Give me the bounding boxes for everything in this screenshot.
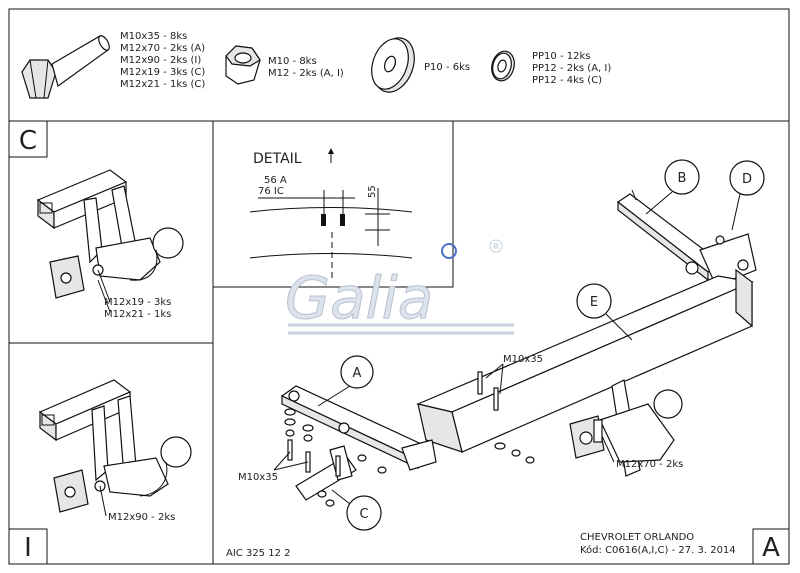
panel-c-label: M12x19 - 3ks bbox=[104, 297, 171, 308]
panel-c-letter-box bbox=[8, 120, 48, 158]
center-plate-drawing bbox=[295, 445, 357, 501]
spring-washer-spec-line: PP10 - 12ks bbox=[532, 51, 590, 62]
bolt-spec-line: M12x70 - 2ks (A) bbox=[120, 43, 205, 54]
callout-a: A bbox=[317, 355, 374, 407]
bolt-spec-line: M10x35 - 8ks bbox=[120, 31, 187, 42]
detail-dim-a: 56 A bbox=[264, 175, 287, 186]
bolt-top-leader bbox=[485, 363, 504, 379]
callout-b: B bbox=[645, 159, 700, 215]
watermark-registered bbox=[489, 239, 503, 253]
detail-arrow-head bbox=[328, 148, 334, 154]
detail-dim-ic: 76 IC bbox=[258, 186, 284, 197]
spring-washer-spec-line: PP12 - 4ks (C) bbox=[532, 75, 602, 86]
panel-c-towbar-drawing bbox=[36, 169, 184, 313]
panel-i-letter-box bbox=[8, 528, 48, 565]
corner-letter: A bbox=[762, 533, 780, 563]
bolt-spec-line: M12x90 - 2ks (I) bbox=[120, 55, 201, 66]
drawing-code: AIC 325 12 2 bbox=[226, 548, 290, 559]
left-bracket-drawing bbox=[280, 385, 437, 471]
callout-c: C bbox=[331, 489, 382, 531]
panel-c-letter: C bbox=[19, 126, 37, 156]
spring-washer-icon bbox=[491, 50, 515, 82]
spring-washer-spec-list: PP10 - 12ks PP12 - 2ks (A, I) PP12 - 4ks… bbox=[532, 51, 611, 86]
bolt-icon bbox=[21, 35, 110, 99]
bolt-left-label: M10x35 bbox=[238, 472, 278, 483]
ball-mount-drawing bbox=[569, 379, 683, 477]
nut-icon bbox=[225, 45, 261, 85]
ball-mount-label: M12x70 - 2ks bbox=[616, 459, 683, 470]
detail-title: DETAIL bbox=[253, 151, 302, 167]
drawing-kod: Kód: C0616(A,I,C) - 27. 3. 2014 bbox=[580, 544, 736, 556]
fastener-stack-drawing bbox=[284, 371, 535, 507]
nut-spec-line: M10 - 8ks bbox=[268, 56, 317, 67]
callout-d: D bbox=[729, 160, 765, 231]
detail-frame bbox=[212, 120, 454, 288]
bolt-spec-line: M12x19 - 3ks (C) bbox=[120, 67, 205, 78]
panel-i-label: M12x90 - 2ks bbox=[108, 512, 175, 523]
callout-d-label: D bbox=[742, 172, 752, 187]
vehicle-model: CHEVROLET ORLANDO bbox=[580, 532, 694, 543]
ball-label-leader bbox=[601, 435, 615, 463]
bolt-top-label: M10x35 bbox=[503, 354, 543, 365]
panel-c-label: M12x21 - 1ks bbox=[104, 309, 171, 320]
callout-b-label: B bbox=[678, 171, 687, 186]
bolt-top-leader bbox=[499, 363, 504, 395]
watermark-logo: Galia bbox=[285, 264, 433, 332]
bolt-spec-list: M10x35 - 8ks M12x70 - 2ks (A) M12x90 - 2… bbox=[120, 31, 205, 90]
detail-dimension-drawing bbox=[249, 188, 413, 280]
bolt-left-leader bbox=[273, 461, 309, 471]
callout-e: E bbox=[576, 283, 633, 341]
spring-washer-spec-line: PP12 - 2ks (A, I) bbox=[532, 63, 611, 74]
bolt-spec-line: M12x21 - 1ks (C) bbox=[120, 79, 205, 90]
detail-dim-vertical: 55 bbox=[367, 185, 378, 198]
watermark-dot bbox=[441, 243, 457, 259]
callout-a-label: A bbox=[353, 366, 362, 381]
right-bracket-drawing bbox=[616, 189, 757, 287]
corner-letter-box bbox=[752, 528, 790, 565]
flat-washer-icon bbox=[371, 37, 415, 93]
panel-i-letter: I bbox=[24, 533, 32, 563]
flat-washer-spec: P10 - 6ks bbox=[424, 62, 470, 73]
callout-c-label: C bbox=[359, 507, 368, 522]
bolt-left-leader bbox=[273, 451, 291, 471]
callout-e-label: E bbox=[590, 295, 598, 310]
watermark-registered-mark: R bbox=[493, 242, 499, 251]
nut-spec-line: M12 - 2ks (A, I) bbox=[268, 68, 344, 79]
panel-i-towbar-drawing bbox=[38, 379, 192, 517]
nut-spec-list: M10 - 8ks M12 - 2ks (A, I) bbox=[268, 56, 344, 79]
